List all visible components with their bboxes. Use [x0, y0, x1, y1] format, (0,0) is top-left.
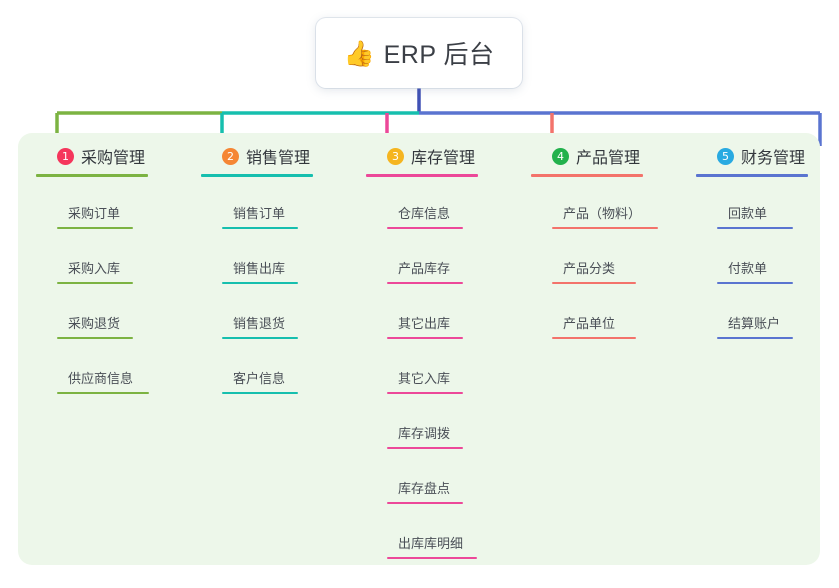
leaf-node[interactable]: 产品分类 [552, 258, 636, 284]
branch-index-badge: 3 [387, 147, 404, 165]
leaf-label: 回款单 [728, 206, 768, 221]
leaf-label: 出库库明细 [398, 536, 464, 551]
leaf-node[interactable]: 采购退货 [57, 313, 133, 339]
leaf-node[interactable]: 销售订单 [222, 203, 298, 229]
leaf-node[interactable]: 产品单位 [552, 313, 636, 339]
branch-title: 库存管理 [411, 150, 476, 167]
branch-column-3: 3 库存管理仓库信息产品库存其它出库其它入库库存调拨库存盘点出库库明细 [366, 144, 514, 559]
leaf-rule [387, 557, 477, 559]
leaf-rule [57, 337, 133, 339]
leaf-label: 产品（物料） [563, 206, 642, 221]
leaf-rule [222, 392, 298, 394]
branch-index-badge: 4 [552, 147, 569, 165]
leaf-node[interactable]: 产品（物料） [552, 203, 658, 229]
leaf-node[interactable]: 结算账户 [717, 313, 793, 339]
branch-column-1: 1 采购管理采购订单采购入库采购退货供应商信息 [36, 144, 184, 394]
leaf-label: 仓库信息 [398, 206, 451, 221]
leaf-node[interactable]: 出库库明细 [387, 533, 477, 559]
leaf-label: 销售出库 [233, 261, 286, 276]
leaf-label: 付款单 [728, 261, 768, 276]
leaf-node[interactable]: 采购订单 [57, 203, 133, 229]
leaf-node[interactable]: 销售出库 [222, 258, 298, 284]
branch-header-2[interactable]: 2 销售管理 [201, 144, 349, 168]
leaf-rule [387, 227, 463, 229]
branch-header-3[interactable]: 3 库存管理 [366, 144, 514, 168]
leaf-label: 产品库存 [398, 261, 451, 276]
leaf-rule [387, 447, 463, 449]
leaf-rule [717, 227, 793, 229]
leaf-node[interactable]: 产品库存 [387, 258, 463, 284]
branch-header-rule [531, 174, 643, 177]
leaf-node[interactable]: 库存盘点 [387, 478, 463, 504]
leaf-rule [57, 227, 133, 229]
leaf-rule [222, 227, 298, 229]
branch-title: 销售管理 [246, 150, 311, 167]
branch-column-2: 2 销售管理销售订单销售出库销售退货客户信息 [201, 144, 349, 394]
branch-index-badge: 2 [222, 147, 239, 165]
leaf-label: 采购入库 [68, 261, 121, 276]
leaf-node[interactable]: 回款单 [717, 203, 793, 229]
leaf-node[interactable]: 销售退货 [222, 313, 298, 339]
leaf-rule [222, 282, 298, 284]
leaf-rule [387, 392, 463, 394]
branch-title: 产品管理 [576, 150, 641, 167]
leaf-label: 客户信息 [233, 371, 286, 386]
leaf-rule [387, 282, 463, 284]
leaf-label: 产品单位 [563, 316, 616, 331]
leaf-label: 库存盘点 [398, 481, 451, 496]
leaf-node[interactable]: 仓库信息 [387, 203, 463, 229]
leaf-rule [387, 502, 463, 504]
leaf-node[interactable]: 其它出库 [387, 313, 463, 339]
branch-header-rule [696, 174, 808, 177]
root-title: ERP 后台 [383, 41, 495, 69]
leaf-label: 销售订单 [233, 206, 286, 221]
branch-header-4[interactable]: 4 产品管理 [531, 144, 679, 168]
branch-index-badge: 5 [717, 147, 734, 165]
leaf-label: 采购退货 [68, 316, 121, 331]
leaf-rule [717, 337, 793, 339]
leaf-rule [57, 392, 149, 394]
branch-header-1[interactable]: 1 采购管理 [36, 144, 184, 168]
leaf-node[interactable]: 其它入库 [387, 368, 463, 394]
root-node-content: 👍 ERP 后台 [343, 35, 494, 71]
branch-header-rule [366, 174, 478, 177]
leaf-label: 产品分类 [563, 261, 616, 276]
diagram-panel [18, 133, 820, 565]
leaf-rule [552, 227, 658, 229]
leaf-label: 销售退货 [233, 316, 286, 331]
branch-title: 采购管理 [81, 150, 146, 167]
leaf-label: 库存调拨 [398, 426, 451, 441]
branch-column-5: 5 财务管理回款单付款单结算账户 [696, 144, 822, 339]
leaf-rule [717, 282, 793, 284]
leaf-rule [552, 282, 636, 284]
leaf-rule [552, 337, 636, 339]
leaf-label: 其它入库 [398, 371, 451, 386]
leaf-node[interactable]: 付款单 [717, 258, 793, 284]
branch-title: 财务管理 [741, 150, 806, 167]
leaf-label: 其它出库 [398, 316, 451, 331]
branch-index-badge: 1 [57, 147, 74, 165]
thumbs-up-icon: 👍 [343, 39, 375, 68]
leaf-label: 供应商信息 [68, 371, 134, 386]
leaf-node[interactable]: 库存调拨 [387, 423, 463, 449]
leaf-node[interactable]: 采购入库 [57, 258, 133, 284]
leaf-rule [57, 282, 133, 284]
leaf-label: 结算账户 [728, 316, 781, 331]
branch-column-4: 4 产品管理产品（物料） 产品分类产品单位 [531, 144, 679, 339]
branch-header-rule [36, 174, 148, 177]
branch-header-5[interactable]: 5 财务管理 [696, 144, 822, 168]
leaf-rule [387, 337, 463, 339]
root-node[interactable]: 👍 ERP 后台 [316, 18, 522, 88]
branch-header-rule [201, 174, 313, 177]
leaf-label: 采购订单 [68, 206, 121, 221]
leaf-node[interactable]: 供应商信息 [57, 368, 149, 394]
leaf-rule [222, 337, 298, 339]
leaf-node[interactable]: 客户信息 [222, 368, 298, 394]
